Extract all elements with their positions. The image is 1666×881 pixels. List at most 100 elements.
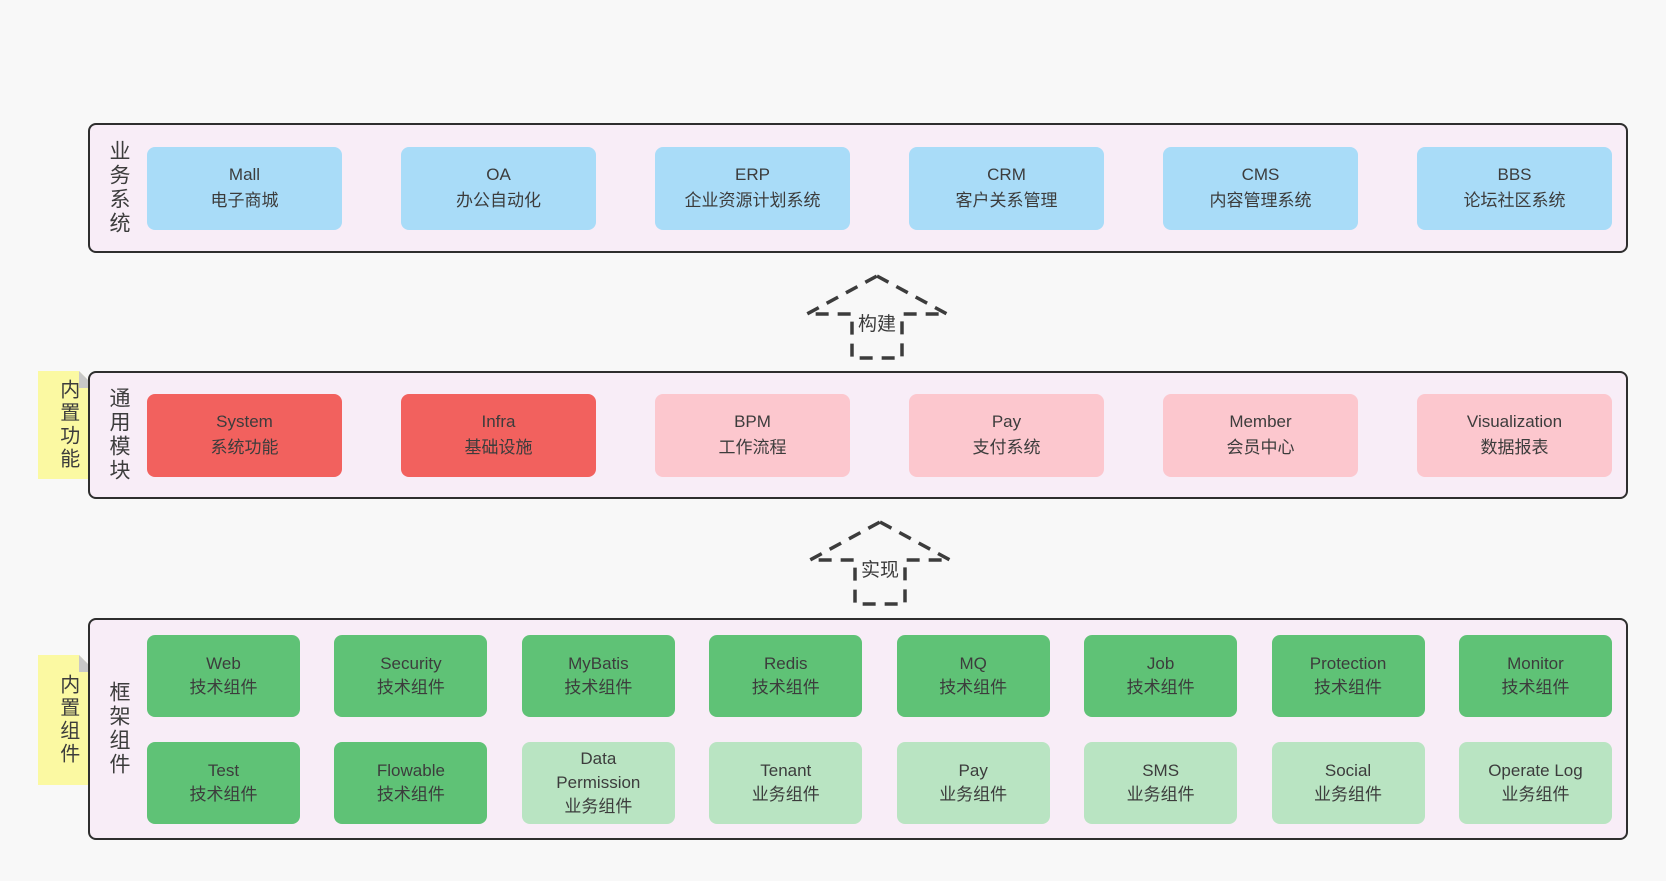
component-desc: 业务组件 — [939, 784, 1008, 804]
module-desc: 基础设施 — [464, 438, 533, 457]
band-common-modules: 通用模块 System 系统功能 Infra 基础设施 BPM 工作流程 — [88, 371, 1628, 499]
module-desc: 系统功能 — [210, 438, 279, 457]
module-box: Infra 基础设施 — [401, 393, 596, 477]
module-box: ERP 企业资源计划系统 — [655, 146, 850, 230]
box-grid: Web 技术组件 Security 技术组件 MyBatis 技术组件 — [147, 620, 1626, 838]
component-name: SMS — [1142, 760, 1180, 780]
component-desc: 业务组件 — [1126, 784, 1195, 804]
component-box: Social 业务组件 — [1271, 741, 1425, 824]
component-desc: 技术组件 — [1126, 677, 1195, 697]
component-name: Tenant — [760, 760, 812, 780]
module-name: Visualization — [1466, 412, 1563, 431]
band-label: 框架组件 — [107, 681, 130, 777]
module-name: System — [216, 412, 273, 431]
component-box: Data Permission 业务组件 — [521, 741, 675, 824]
component-box: Job 技术组件 — [1084, 634, 1238, 717]
band-label: 业务系统 — [107, 140, 130, 236]
component-desc: 技术组件 — [751, 677, 820, 697]
box-row: Test 技术组件 Flowable 技术组件 Data Permission … — [147, 741, 1612, 824]
module-name: ERP — [735, 165, 770, 184]
component-box: Web 技术组件 — [147, 634, 300, 717]
sticky-note-builtin-features: 内置功能 — [38, 371, 96, 479]
band-label-column: 通用模块 — [90, 373, 147, 497]
module-box: BPM 工作流程 — [655, 393, 850, 477]
component-name: Social — [1324, 760, 1372, 780]
component-box: Security 技术组件 — [334, 634, 488, 717]
module-name: BBS — [1497, 165, 1532, 184]
component-name: Data Permission — [556, 748, 641, 792]
component-desc: 业务组件 — [751, 784, 820, 804]
component-name: Monitor — [1507, 653, 1564, 673]
component-desc: 技术组件 — [1314, 677, 1383, 697]
module-name: OA — [486, 165, 511, 184]
module-desc: 内容管理系统 — [1209, 191, 1312, 210]
module-name: BPM — [734, 412, 771, 431]
module-desc: 数据报表 — [1480, 438, 1549, 457]
module-box: Pay 支付系统 — [909, 393, 1104, 477]
module-desc: 电子商城 — [210, 191, 279, 210]
component-desc: 技术组件 — [1501, 677, 1570, 697]
arrow-label: 实现 — [857, 555, 903, 582]
band-framework-components: 框架组件 Web 技术组件 Security 技术组件 MyBati — [88, 618, 1628, 840]
component-desc: 技术组件 — [376, 784, 445, 804]
module-name: Infra — [481, 412, 516, 431]
band-business-systems: 业务系统 Mall 电子商城 OA 办公自动化 ERP 企业资源计划系统 — [88, 123, 1628, 253]
sticky-label: 内置功能 — [56, 379, 79, 471]
component-box: Pay 业务组件 — [896, 741, 1050, 824]
module-desc: 论坛社区系统 — [1463, 191, 1566, 210]
band-label-column: 框架组件 — [90, 620, 147, 838]
module-desc: 支付系统 — [972, 438, 1041, 457]
component-name: Test — [207, 760, 240, 780]
module-desc: 企业资源计划系统 — [684, 191, 821, 210]
component-box: MQ 技术组件 — [896, 634, 1050, 717]
component-name: Redis — [764, 653, 808, 673]
component-name: Security — [380, 653, 442, 673]
band-label-column: 业务系统 — [90, 125, 147, 251]
component-desc: 业务组件 — [564, 796, 633, 816]
module-box: Visualization 数据报表 — [1417, 393, 1612, 477]
component-desc: 技术组件 — [564, 677, 633, 697]
component-box: Tenant 业务组件 — [709, 741, 863, 824]
module-name: Pay — [991, 412, 1022, 431]
component-name: Protection — [1309, 653, 1387, 673]
arrow-build: 构建 — [806, 273, 948, 361]
component-desc: 技术组件 — [939, 677, 1008, 697]
module-desc: 客户关系管理 — [955, 191, 1058, 210]
module-name: Member — [1229, 412, 1292, 431]
component-name: MQ — [959, 653, 987, 673]
component-box: Protection 技术组件 — [1271, 634, 1425, 717]
component-name: Web — [206, 653, 241, 673]
module-desc: 办公自动化 — [456, 191, 541, 210]
box-row: System 系统功能 Infra 基础设施 BPM 工作流程 Pay 支付系统 — [147, 373, 1626, 497]
component-desc: 技术组件 — [189, 784, 258, 804]
component-box: Monitor 技术组件 — [1458, 634, 1612, 717]
component-name: Pay — [958, 760, 988, 780]
component-box: Test 技术组件 — [147, 741, 300, 824]
module-name: Mall — [228, 165, 261, 184]
component-desc: 业务组件 — [1314, 784, 1383, 804]
band-label: 通用模块 — [107, 387, 130, 483]
box-row: Mall 电子商城 OA 办公自动化 ERP 企业资源计划系统 CRM 客户关系… — [147, 125, 1626, 251]
module-box: Member 会员中心 — [1163, 393, 1358, 477]
component-box: Operate Log 业务组件 — [1458, 741, 1612, 824]
module-box: Mall 电子商城 — [147, 146, 342, 230]
component-name: Operate Log — [1488, 760, 1583, 780]
component-desc: 技术组件 — [376, 677, 445, 697]
module-desc: 工作流程 — [718, 438, 787, 457]
module-name: CMS — [1241, 165, 1280, 184]
module-desc: 会员中心 — [1226, 438, 1295, 457]
module-name: CRM — [987, 165, 1026, 184]
arrow-implement: 实现 — [809, 519, 951, 607]
module-box: CRM 客户关系管理 — [909, 146, 1104, 230]
module-box: CMS 内容管理系统 — [1163, 146, 1358, 230]
module-box: OA 办公自动化 — [401, 146, 596, 230]
sticky-label: 内置组件 — [56, 674, 79, 766]
component-box: Redis 技术组件 — [709, 634, 863, 717]
component-name: Flowable — [376, 760, 445, 780]
component-box: SMS 业务组件 — [1084, 741, 1238, 824]
component-desc: 技术组件 — [189, 677, 258, 697]
component-name: Job — [1146, 653, 1175, 673]
module-box: BBS 论坛社区系统 — [1417, 146, 1612, 230]
component-desc: 业务组件 — [1501, 784, 1570, 804]
